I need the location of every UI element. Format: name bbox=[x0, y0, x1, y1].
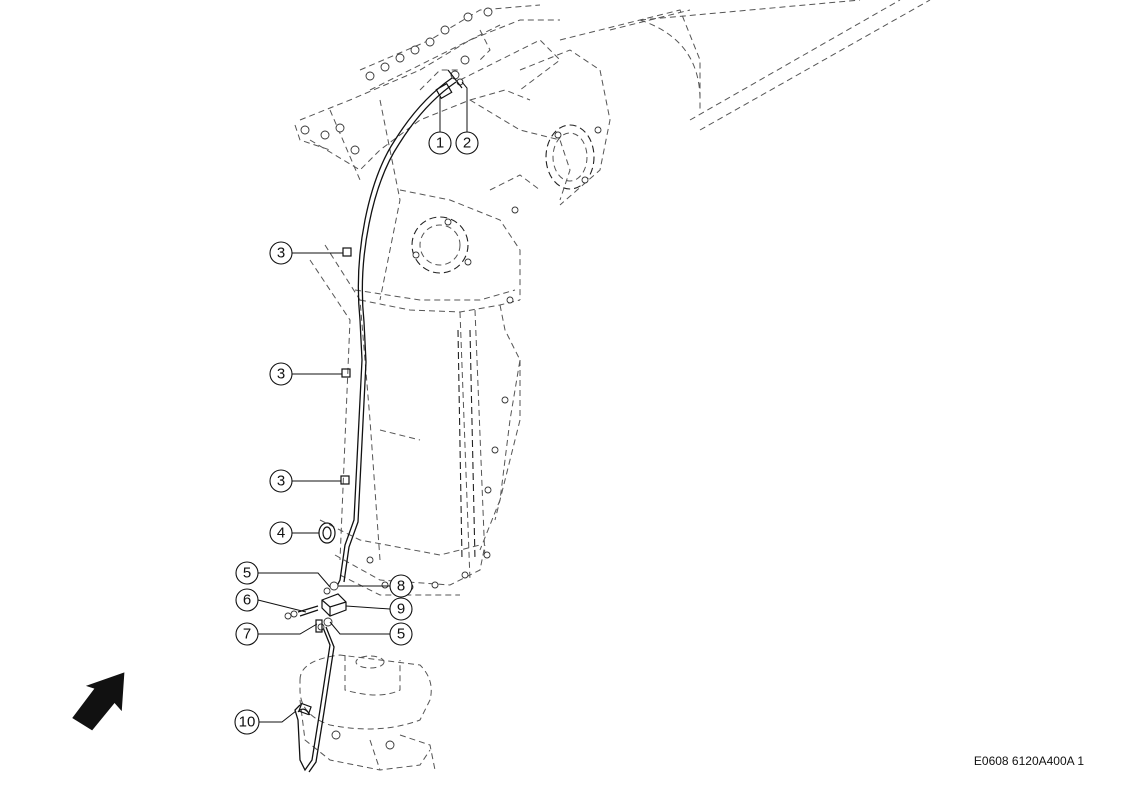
callout-5-lower-label: 5 bbox=[397, 626, 405, 643]
callout-2: 2 bbox=[455, 131, 479, 155]
callout-7: 7 bbox=[235, 622, 259, 646]
callout-3-bottom: 3 bbox=[269, 469, 293, 493]
callout-6: 6 bbox=[235, 588, 259, 612]
callout-7-label: 7 bbox=[243, 626, 251, 643]
callout-5-upper: 5 bbox=[235, 561, 259, 585]
upper-head-section bbox=[294, 4, 595, 301]
callout-3-middle: 3 bbox=[269, 362, 293, 386]
callout-3-top-label: 3 bbox=[277, 245, 285, 262]
head-bolts bbox=[300, 7, 602, 266]
column-body bbox=[309, 244, 521, 596]
callout-2-label: 2 bbox=[463, 135, 471, 152]
boom-arm bbox=[519, 0, 931, 206]
callout-3-middle-label: 3 bbox=[277, 366, 285, 383]
callout-8: 8 bbox=[389, 574, 413, 598]
pipe-clamps bbox=[340, 247, 352, 485]
distributor-block bbox=[284, 581, 347, 716]
callout-1-label: 1 bbox=[436, 135, 444, 152]
callout-5-lower: 5 bbox=[389, 622, 413, 646]
callout-3-top: 3 bbox=[269, 241, 293, 265]
callout-9: 9 bbox=[389, 597, 413, 621]
grommet bbox=[318, 522, 336, 544]
callout-10: 10 bbox=[234, 709, 260, 735]
callout-3-bottom-label: 3 bbox=[277, 473, 285, 490]
callout-1: 1 bbox=[428, 131, 452, 155]
lubrication-pipe bbox=[294, 77, 457, 773]
rotator-base bbox=[299, 654, 436, 771]
callout-5-upper-label: 5 bbox=[243, 565, 251, 582]
callout-4-label: 4 bbox=[277, 525, 285, 542]
fittings-1-2 bbox=[435, 69, 464, 100]
leader-lines bbox=[257, 81, 468, 723]
direction-arrow-icon bbox=[72, 672, 125, 731]
callout-8-label: 8 bbox=[397, 578, 405, 595]
callout-9-label: 9 bbox=[397, 601, 405, 618]
callout-6-label: 6 bbox=[243, 592, 251, 609]
callout-4: 4 bbox=[269, 521, 293, 545]
callout-10-label: 10 bbox=[239, 714, 256, 731]
drawing-reference: E0608 6120A400A 1 bbox=[973, 754, 1084, 768]
